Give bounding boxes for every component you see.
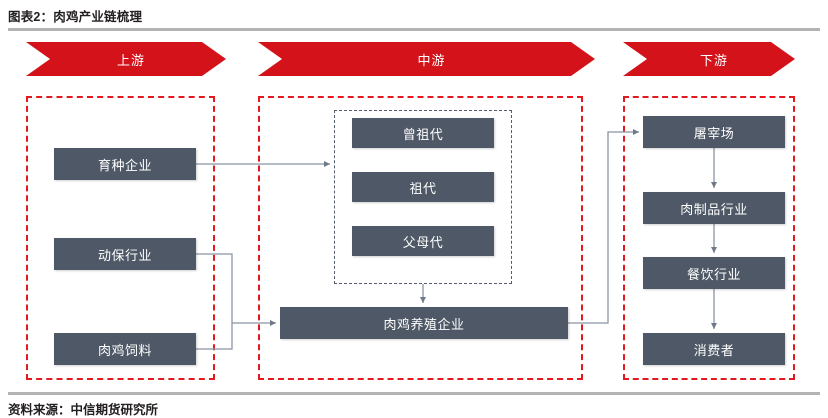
stage-banner-downstream: 下游 — [623, 42, 795, 76]
node-breeding-enterprise[interactable]: 育种企业 — [54, 148, 196, 180]
stage-banner-upstream: 上游 — [26, 42, 226, 76]
node-grandparent[interactable]: 祖代 — [352, 172, 494, 202]
stage-banner-upstream-label: 上游 — [116, 52, 145, 68]
node-animal-health[interactable]: 动保行业 — [54, 238, 196, 270]
breeding-stock-group-box — [334, 110, 512, 284]
stage-banner-midstream: 中游 — [258, 42, 595, 76]
node-slaughterhouse[interactable]: 屠宰场 — [643, 116, 785, 148]
zone-upstream — [26, 96, 215, 380]
figure-title: 图表2：肉鸡产业链梳理 — [8, 10, 143, 24]
node-parent[interactable]: 父母代 — [352, 226, 494, 256]
node-great-grandparent[interactable]: 曾祖代 — [352, 118, 494, 148]
source-divider-rule — [8, 392, 820, 395]
stage-banner-midstream-label: 中游 — [417, 52, 446, 68]
title-divider-rule — [8, 28, 820, 31]
figure-source: 资料来源：中信期货研究所 — [8, 403, 159, 417]
node-chicken-feed[interactable]: 肉鸡饲料 — [54, 333, 196, 365]
node-catering[interactable]: 餐饮行业 — [643, 257, 785, 289]
node-consumer[interactable]: 消费者 — [643, 333, 785, 365]
stage-banner-downstream-label: 下游 — [699, 52, 728, 68]
node-meat-products[interactable]: 肉制品行业 — [643, 192, 785, 224]
node-broiler-farming[interactable]: 肉鸡养殖企业 — [280, 307, 568, 339]
